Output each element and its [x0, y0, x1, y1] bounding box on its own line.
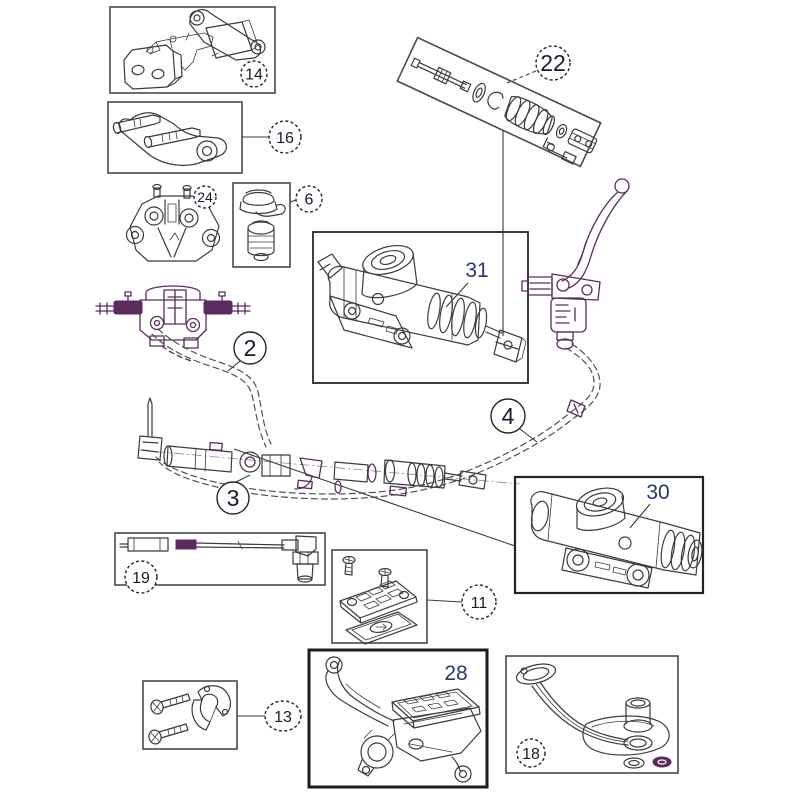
callout-6: 6 [305, 192, 314, 209]
detail-box-6-cap-and-boot [232, 182, 291, 268]
callout-4: 4 [502, 403, 515, 429]
brake-line-junction-assembly [137, 397, 521, 497]
callout-14: 14 [245, 67, 263, 84]
detail-box-19-cable [114, 532, 326, 586]
rear-caliper-assembly [95, 285, 251, 363]
part-label-28: 28 [444, 662, 467, 685]
callout-13: 13 [274, 709, 292, 726]
detail-box-13-clamp-bolts [142, 680, 238, 750]
detail-box-28-front-master-cylinder: 28 [307, 648, 489, 789]
leader-line-30 [233, 448, 516, 547]
detail-box-31-rear-master-cylinder: 31 [312, 231, 529, 384]
detail-box-18-brake-pedal [505, 655, 679, 774]
part-label-31: 31 [465, 259, 488, 282]
part-24-caliper [125, 183, 221, 262]
callout-11: 11 [471, 595, 488, 612]
callouts: 14 16 24 6 22 2 3 4 19 11 13 18 [124, 45, 571, 768]
front-lever-assembly [521, 178, 630, 350]
callout-2: 2 [244, 335, 257, 361]
detail-box-22-piston-kit [396, 36, 602, 336]
callout-16: 16 [276, 130, 294, 147]
hose-2 [151, 328, 272, 448]
callout-18: 18 [522, 746, 540, 763]
callout-19: 19 [132, 570, 150, 587]
callout-3: 3 [227, 485, 240, 511]
callout-22: 22 [540, 50, 566, 76]
detail-box-30-master-cylinder-body: 30 [513, 475, 705, 595]
detail-box-14-brake-pads [109, 6, 276, 94]
hose-4 [155, 343, 601, 500]
detail-box-11-reservoir-cover [331, 549, 428, 645]
detail-box-16-caliper-bracket [107, 101, 243, 174]
part-label-30: 30 [646, 481, 669, 504]
callout-24: 24 [197, 189, 213, 205]
